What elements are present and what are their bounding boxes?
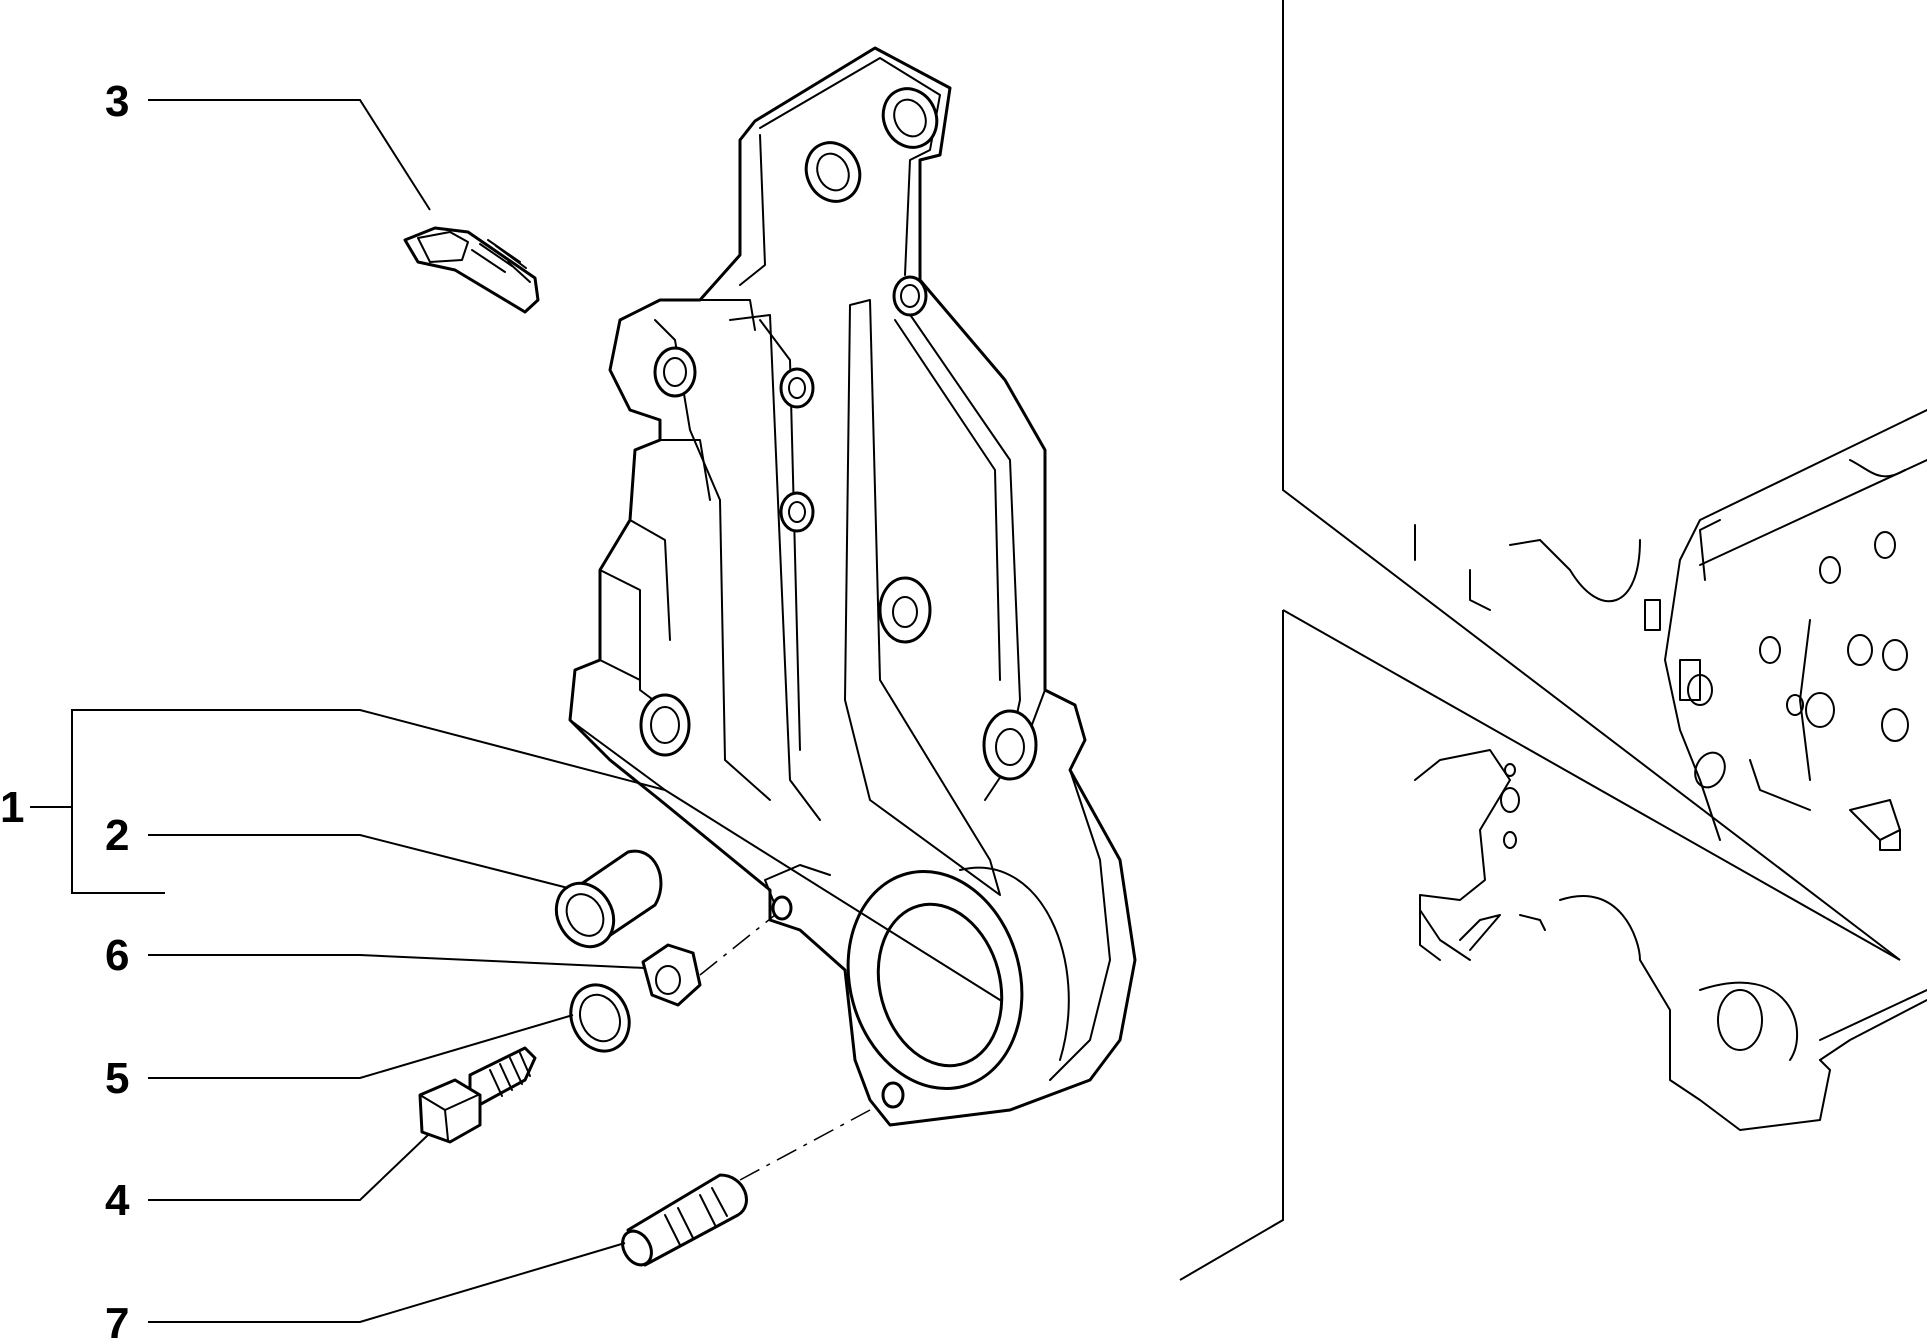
- callout-5: 5: [105, 1054, 129, 1103]
- callout-2: 2: [105, 811, 129, 860]
- stud-part-7: [621, 1173, 748, 1267]
- leader-3: [148, 99, 431, 211]
- nut-part-6: [641, 943, 702, 1007]
- callout-1: 1: [0, 783, 24, 832]
- leader-7: [148, 1242, 626, 1323]
- callout-7: 7: [105, 1299, 129, 1344]
- callout-4: 4: [105, 1176, 130, 1225]
- leader-6: [148, 954, 646, 969]
- leader-4: [148, 1134, 429, 1201]
- callout-6: 6: [105, 931, 129, 980]
- engine-inset-view: [1179, 0, 1927, 1281]
- callout-3: 3: [105, 77, 129, 126]
- leader-5: [148, 1014, 574, 1079]
- leader-1-bracket: [30, 709, 666, 894]
- sleeve-part-2: [554, 849, 663, 949]
- bracket-housing: [568, 46, 1137, 1127]
- bolt-part-3: [403, 226, 540, 314]
- washer-part-5: [569, 983, 631, 1053]
- leader-2: [148, 834, 569, 889]
- bolt-part-4: [418, 1046, 537, 1144]
